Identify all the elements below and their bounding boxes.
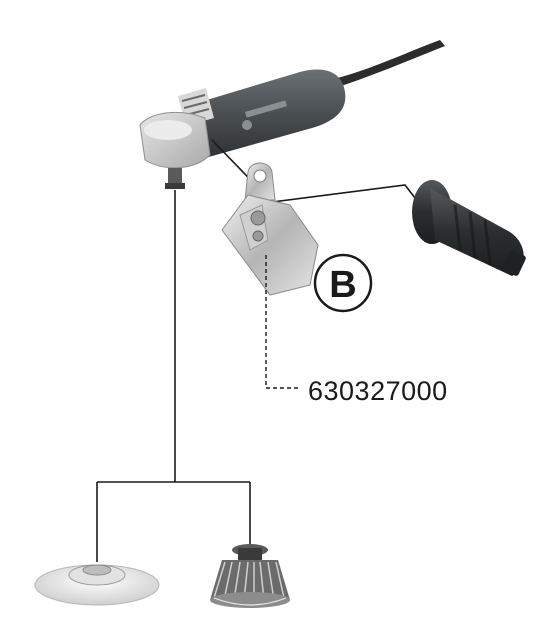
leader-line-handle <box>211 139 416 203</box>
power-cord <box>330 40 445 88</box>
part-number-label: 630327000 <box>308 376 448 406</box>
part-number-leader <box>265 255 300 389</box>
backing-flange-icon <box>34 564 160 606</box>
callout-letter: B <box>329 264 356 306</box>
side-handle-icon <box>412 180 526 276</box>
accessory-leader-lines <box>96 190 251 562</box>
wire-cup-brush-icon <box>210 544 290 608</box>
mounting-bracket-icon <box>221 162 319 296</box>
callout-b: B <box>313 253 373 313</box>
angle-grinder-icon <box>139 69 346 189</box>
